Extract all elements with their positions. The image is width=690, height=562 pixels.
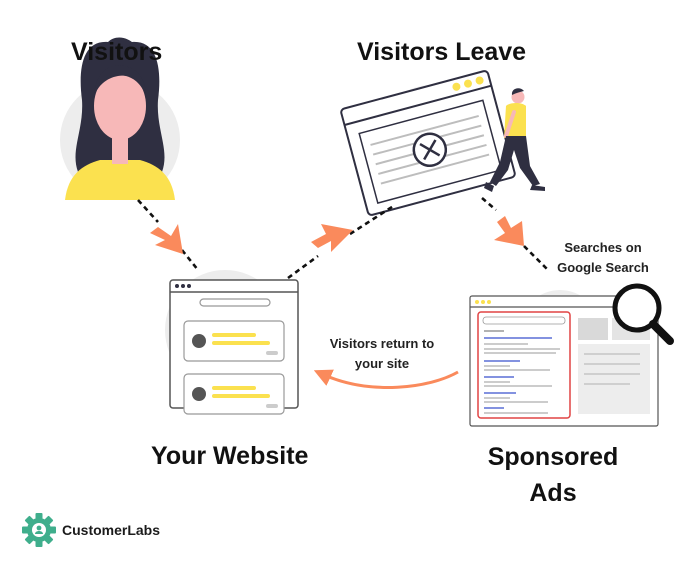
magnifier-icon [612, 283, 674, 345]
arrow-visitors-to-website [150, 224, 183, 254]
sponsored-ads-label: Sponsored Ads [478, 439, 628, 511]
return-line2: your site [354, 356, 410, 371]
website-window-icon [165, 270, 299, 415]
visitor-avatar-icon [60, 37, 180, 200]
arrow-website-to-leave [311, 224, 353, 252]
sponsored-ads-line1: Sponsored [487, 443, 619, 471]
arrow-leave-to-ads [494, 216, 524, 246]
flow-arrows [150, 216, 524, 389]
searches-line2: Google Search [557, 260, 649, 275]
customerlabs-logo-icon [22, 513, 56, 547]
closed-browser-icon [340, 70, 516, 216]
search-results-window-icon [469, 290, 659, 427]
walking-person-icon [484, 88, 545, 192]
visitors-leave-label: Visitors Leave [357, 38, 527, 66]
searches-google-note: Searches on Google Search [540, 238, 666, 278]
arrow-ads-return-to-website [313, 369, 459, 389]
searches-line1: Searches on [564, 240, 642, 255]
your-website-label: Your Website [151, 442, 309, 470]
visitors-return-note: Visitors return to your site [312, 334, 452, 374]
brand-name: CustomerLabs [62, 522, 161, 538]
visitors-label: Visitors [71, 38, 163, 66]
sponsored-ads-line2: Ads [529, 479, 577, 507]
return-line1: Visitors return to [329, 336, 435, 351]
connectors [137, 197, 549, 280]
